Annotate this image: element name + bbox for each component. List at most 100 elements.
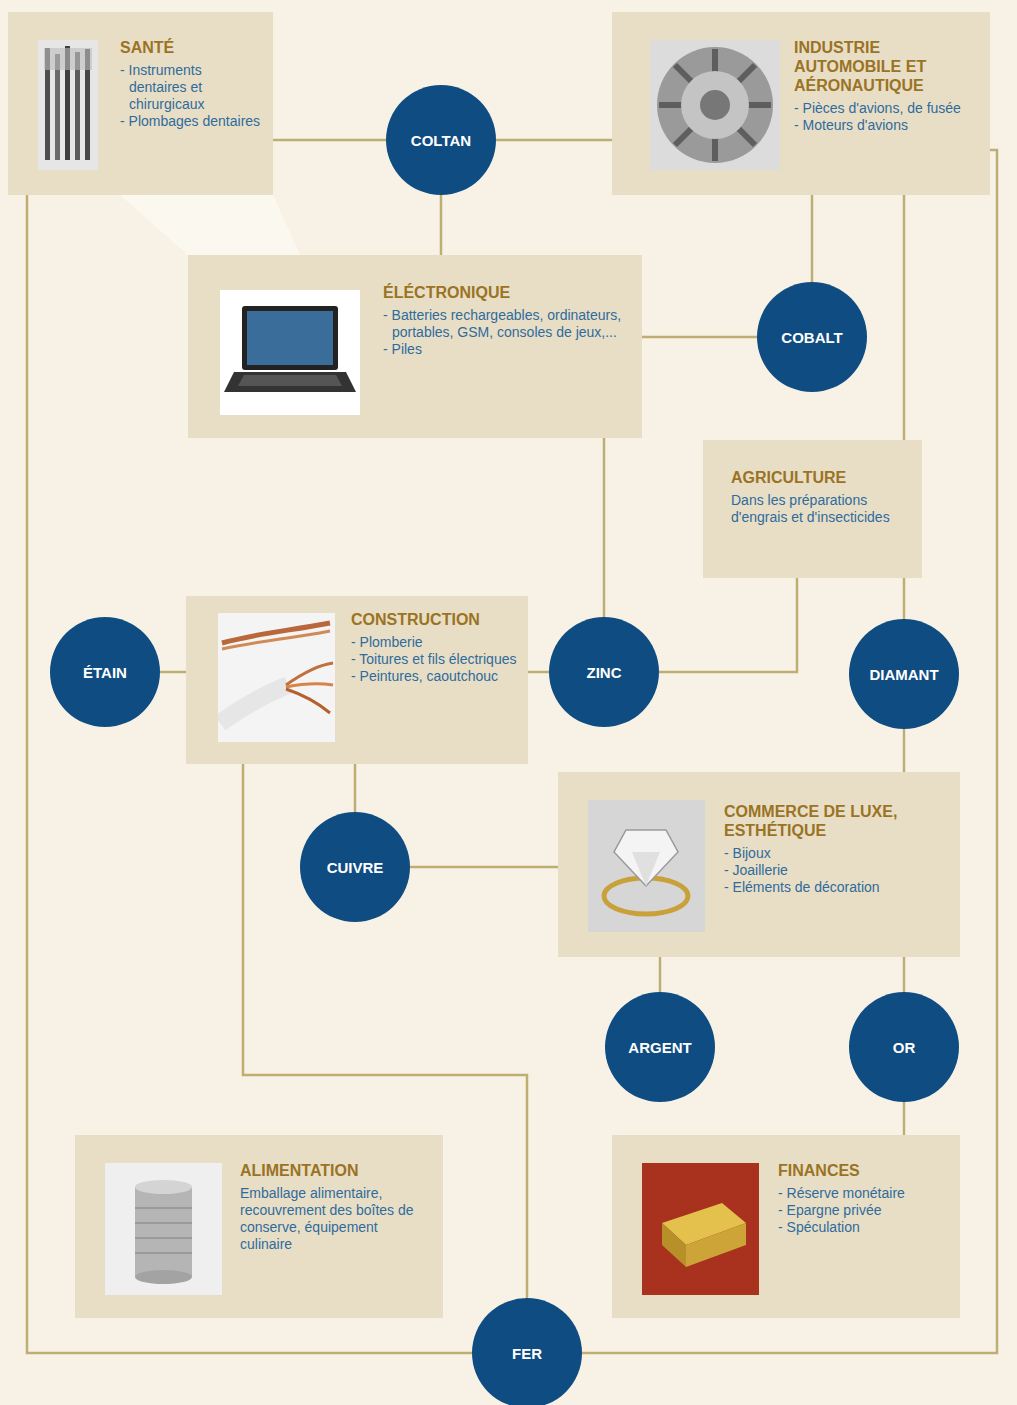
circle-fill	[300, 812, 410, 922]
photo-ground	[642, 1163, 759, 1295]
mineral-circle: COBALT	[757, 282, 867, 392]
copper-wire	[286, 689, 330, 713]
connector-line	[603, 438, 606, 617]
mineral-name: OR	[893, 1039, 916, 1056]
circle-fill	[605, 992, 715, 1102]
circle-fill	[849, 992, 959, 1102]
connector-line	[903, 729, 906, 772]
sector-heading: COMMERCE DE LUXE, ESTHÉTIQUE	[724, 802, 950, 840]
sector-heading: FINANCES	[778, 1161, 950, 1180]
mineral-name: CUIVRE	[327, 859, 384, 876]
sector-box: SANTÉ - Instruments dentaires et chirurgi…	[8, 12, 273, 195]
photo-ground	[105, 1163, 222, 1295]
can-body	[135, 1187, 192, 1277]
copper-wire	[286, 684, 333, 687]
circle-text-wrap: COBALT	[781, 329, 842, 346]
circle-fill	[757, 282, 867, 392]
sector-box: FINANCES- Réserve monétaire- Epargne pri…	[612, 1135, 960, 1318]
gold-bar-photo	[642, 1163, 759, 1295]
sector-heading: INDUSTRIE AUTOMOBILE ET AÉRONAUTIQUE	[794, 38, 980, 95]
sector-text-wrap: INDUSTRIE AUTOMOBILE ET AÉRONAUTIQUE - Pi…	[794, 38, 980, 134]
mineral-name: ZINC	[587, 664, 622, 681]
circle-fill	[472, 1298, 582, 1405]
circle-text-wrap: COLTAN	[411, 132, 471, 149]
mineral-name: COBALT	[781, 329, 842, 346]
gold-bar-side	[662, 1223, 686, 1267]
sector-use: - Bijoux	[724, 845, 950, 862]
circle-text-wrap: CUIVRE	[327, 859, 384, 876]
gold-bar-front	[686, 1223, 746, 1267]
sector-box: COMMERCE DE LUXE, ESTHÉTIQUE - Bijoux- Jo…	[558, 772, 960, 957]
photo-ground	[38, 40, 98, 170]
mineral-circle: OR	[849, 992, 959, 1102]
laptop-keyboard	[238, 375, 342, 386]
mineral-circle: DIAMANT	[849, 619, 959, 729]
engine-photo	[650, 40, 780, 170]
mineral-name: DIAMANT	[869, 666, 938, 683]
sector-text-wrap: SANTÉ - Instruments dentaires et chirurgi…	[120, 38, 263, 130]
sector-use: - Toitures et fils électriques	[351, 651, 518, 668]
engine-hub	[681, 71, 749, 139]
engine-core	[700, 90, 730, 120]
mineral-circle: ÉTAIN	[50, 617, 160, 727]
mineral-name: COLTAN	[411, 132, 471, 149]
connector-line	[273, 139, 386, 142]
sector-text-wrap: AGRICULTUREDans les préparations d'engra…	[731, 468, 912, 526]
sector-use: - Pièces d'avions, de fusée	[794, 100, 980, 117]
can-top	[135, 1180, 192, 1194]
sector-heading: SANTÉ	[120, 38, 263, 57]
photo-ground	[220, 290, 360, 415]
can-ribs	[135, 1208, 192, 1253]
circle-fill	[849, 619, 959, 729]
sector-use: - Spéculation	[778, 1219, 950, 1236]
connector-line	[642, 336, 757, 339]
sector-use: - Instruments dentaires et chirurgicaux	[120, 62, 263, 113]
sector-text-wrap: COMMERCE DE LUXE, ESTHÉTIQUE - Bijoux- Jo…	[724, 802, 950, 896]
connector-line	[496, 139, 612, 142]
sector-heading: AGRICULTURE	[731, 468, 912, 487]
sector-heading: ALIMENTATION	[240, 1161, 433, 1180]
can-bottom	[135, 1270, 192, 1284]
sector-use: - Plombages dentaires	[120, 113, 263, 130]
connector-line	[528, 671, 549, 674]
circle-text-wrap: ÉTAIN	[83, 664, 127, 681]
sector-box: INDUSTRIE AUTOMOBILE ET AÉRONAUTIQUE - Pi…	[612, 12, 990, 195]
connector-line	[659, 957, 662, 992]
circle-text-wrap: FER	[512, 1345, 542, 1362]
sector-use: - Batteries rechargeables, ordinateurs, …	[383, 307, 632, 341]
laptop-lid	[242, 306, 338, 370]
sector-text-wrap: FINANCES- Réserve monétaire- Epargne pri…	[778, 1161, 950, 1236]
circle-text-wrap: DIAMANT	[869, 666, 938, 683]
mineral-circle: ZINC	[549, 617, 659, 727]
sector-use: - Réserve monétaire	[778, 1185, 950, 1202]
sector-use: - Plomberie	[351, 634, 518, 651]
laptop-base	[224, 372, 356, 392]
wires-photo	[218, 613, 335, 742]
laptop-screen	[247, 311, 333, 365]
sector-heading: ÉLÉCTRONIQUE	[383, 283, 632, 302]
mineral-circle: COLTAN	[386, 85, 496, 195]
ring-photo	[588, 800, 705, 932]
sector-box: AGRICULTUREDans les préparations d'engra…	[703, 440, 922, 578]
sector-box: CONSTRUCTION- Plomberie- Toitures et fil…	[186, 596, 528, 764]
background-wedge	[120, 195, 300, 255]
instruments-photo	[38, 40, 98, 170]
cable-sheath	[220, 685, 288, 723]
photo-ground	[588, 800, 705, 932]
sector-use: - Peintures, caoutchouc	[351, 668, 518, 685]
circle-text-wrap: ZINC	[587, 664, 622, 681]
circle-fill	[50, 617, 160, 727]
sector-use: Emballage alimentaire, recouvrement des …	[240, 1185, 433, 1253]
mineral-circle: FER	[472, 1298, 582, 1405]
mineral-name: FER	[512, 1345, 542, 1362]
sector-box: ALIMENTATION Emballage alimentaire, recou…	[75, 1135, 443, 1318]
sector-use: - Joaillerie	[724, 862, 950, 879]
laptop-photo	[220, 290, 360, 415]
circle-fill	[386, 85, 496, 195]
engine-cylinders	[659, 49, 771, 161]
connector-line	[903, 1102, 906, 1135]
circle-text-wrap: ARGENT	[628, 1039, 691, 1056]
connector-line	[811, 195, 814, 282]
connector-line	[903, 957, 906, 992]
connector-line	[160, 671, 186, 674]
